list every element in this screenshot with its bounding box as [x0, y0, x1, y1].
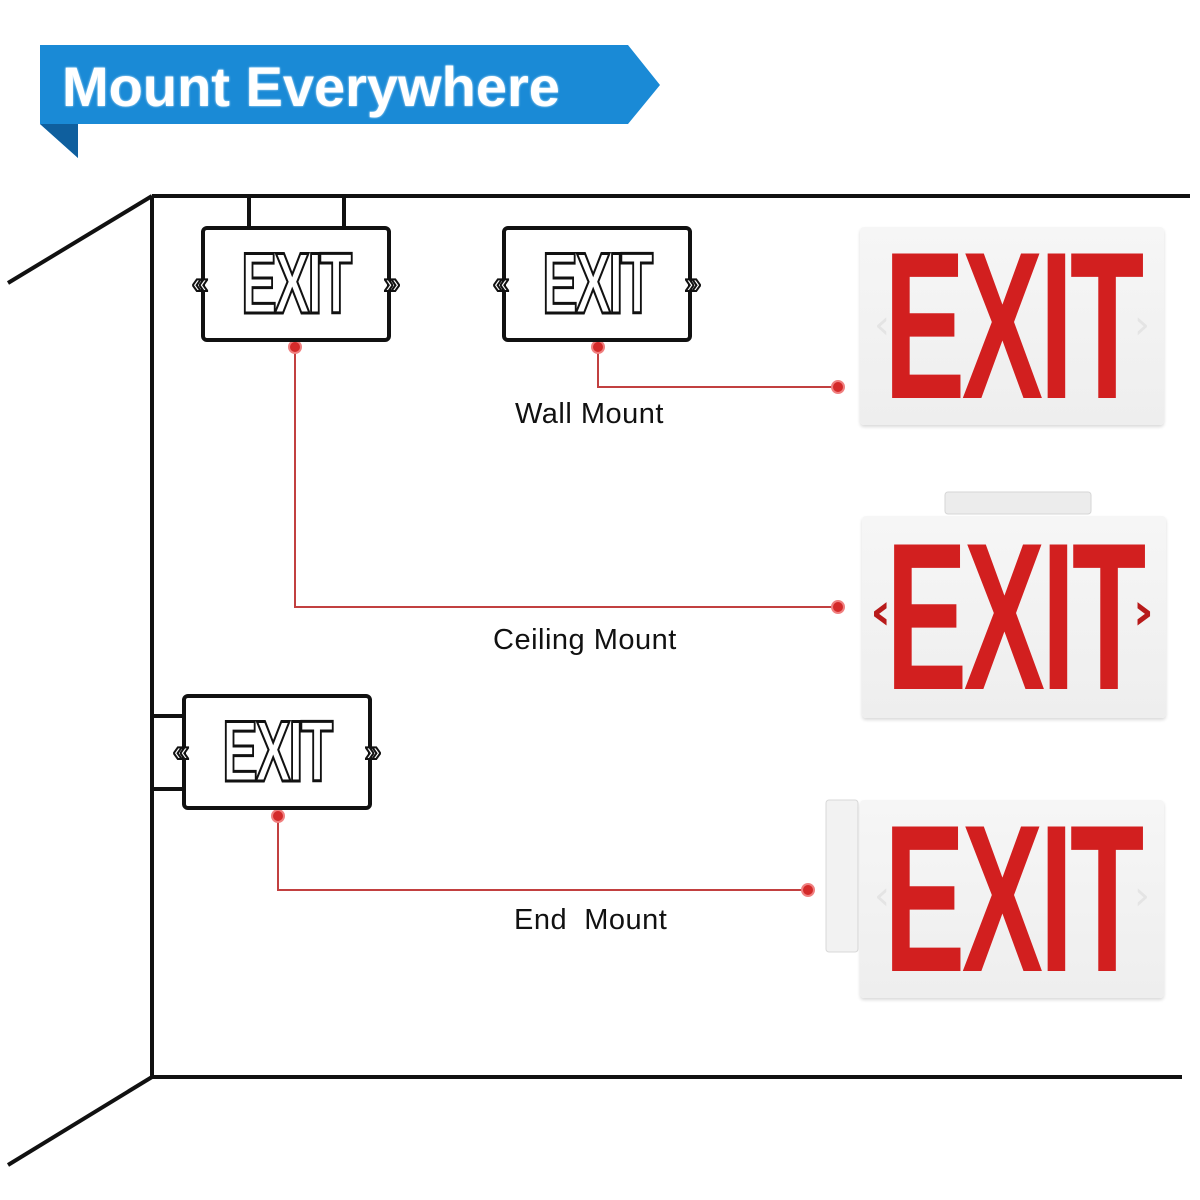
double-left-arrow-icon: « [492, 267, 511, 300]
end-mount-label: End Mount [514, 904, 668, 936]
red-left-chevron-icon: ‹ [870, 582, 892, 642]
wall-outline [6, 194, 1190, 1167]
end-mount-red-exit-sign: ‹ EXIT › [860, 794, 1164, 1004]
ceiling-bracket [944, 491, 1092, 515]
exit-text: EXIT [883, 208, 1144, 443]
connector-lines [277, 347, 838, 891]
banner-title: Mount Everywhere [62, 55, 560, 118]
exit-text: EXIT [883, 781, 1144, 1016]
wall-mount-outline-sign: « EXIT » [492, 226, 702, 342]
ceiling-mount-outline-sign: « EXIT » [191, 226, 401, 342]
exit-text: EXIT [885, 499, 1146, 734]
banner-shape [40, 45, 660, 158]
faint-left-chevron-icon: ‹ [874, 302, 890, 348]
ceiling-mount-label: Ceiling Mount [493, 624, 677, 656]
exit-text: EXIT [542, 236, 655, 332]
exit-text: EXIT [241, 236, 354, 332]
exit-text: EXIT [222, 704, 335, 800]
double-left-arrow-icon: « [172, 735, 191, 768]
double-right-arrow-icon: » [684, 267, 703, 300]
double-right-arrow-icon: » [383, 267, 402, 300]
end-bracket [825, 799, 859, 953]
faint-right-chevron-icon: › [1134, 302, 1150, 348]
double-left-arrow-icon: « [191, 267, 210, 300]
end-mount-outline-sign: « EXIT » [172, 694, 382, 810]
wall-mount-label: Wall Mount [515, 398, 664, 430]
faint-right-chevron-icon: › [1134, 873, 1150, 919]
ceiling-mount-red-exit-sign: ‹ EXIT › [862, 512, 1166, 722]
double-right-arrow-icon: » [364, 735, 383, 768]
red-right-chevron-icon: › [1132, 582, 1154, 642]
faint-left-chevron-icon: ‹ [874, 873, 890, 919]
wall-mount-red-exit-sign: ‹ EXIT › [860, 221, 1164, 431]
